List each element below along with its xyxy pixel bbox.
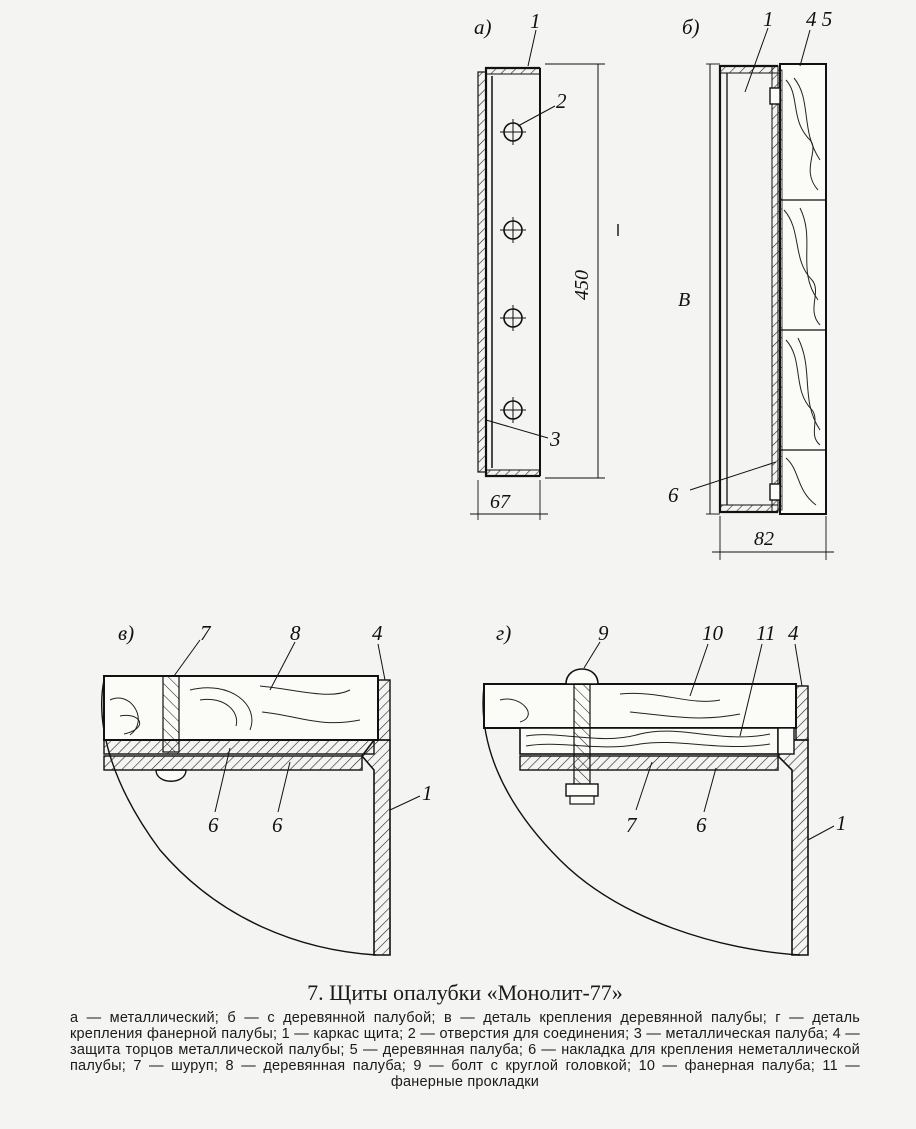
figure-legend: а — металлический; б — с деревянной палу… [70,1010,860,1090]
callout-3: 3 [549,427,561,451]
panel-v-label: в) [118,621,134,645]
callout-6-v2: 6 [272,813,283,837]
dim-82: 82 [754,528,774,550]
dim-450: 450 [571,270,593,300]
panel-v-wood-fastening: в) 7 8 4 6 6 1 [101,621,433,956]
callout-6-v1: 6 [208,813,219,837]
callout-6-b: 6 [668,483,679,507]
dim-B: B [678,289,690,311]
callout-4-g: 4 [788,621,799,645]
callout-8: 8 [290,621,301,645]
dim-67: 67 [490,491,511,513]
panel-a-label: а) [474,15,492,39]
wood-deck [777,63,827,515]
figure-title: 7. Щиты опалубки «Монолит-77» [307,980,623,1005]
callout-9: 9 [598,621,609,645]
callout-6-g: 6 [696,813,707,837]
callout-11: 11 [756,621,775,645]
callout-1-v: 1 [422,781,433,805]
panel-b-wood-shield: б) 1 4 5 6 [668,7,834,560]
callout-4-5: 4 5 [806,7,832,31]
panel-g-plywood-fastening: г) 9 10 11 4 7 6 1 [482,621,847,956]
callout-1-g: 1 [836,811,847,835]
callout-7-g: 7 [626,813,638,837]
hole-marks [500,119,526,423]
callout-10: 10 [702,621,724,645]
panel-b-label: б) [682,15,700,39]
callout-1-b: 1 [763,7,774,31]
callout-1-a: 1 [530,9,541,33]
callout-2: 2 [556,89,567,113]
panel-g-label: г) [496,621,511,645]
callout-7-v: 7 [200,621,212,645]
callout-4-v: 4 [372,621,383,645]
formwork-drawing: а) 1 2 3 [101,7,847,956]
panel-a-metal-shield: а) 1 2 3 [470,9,619,520]
